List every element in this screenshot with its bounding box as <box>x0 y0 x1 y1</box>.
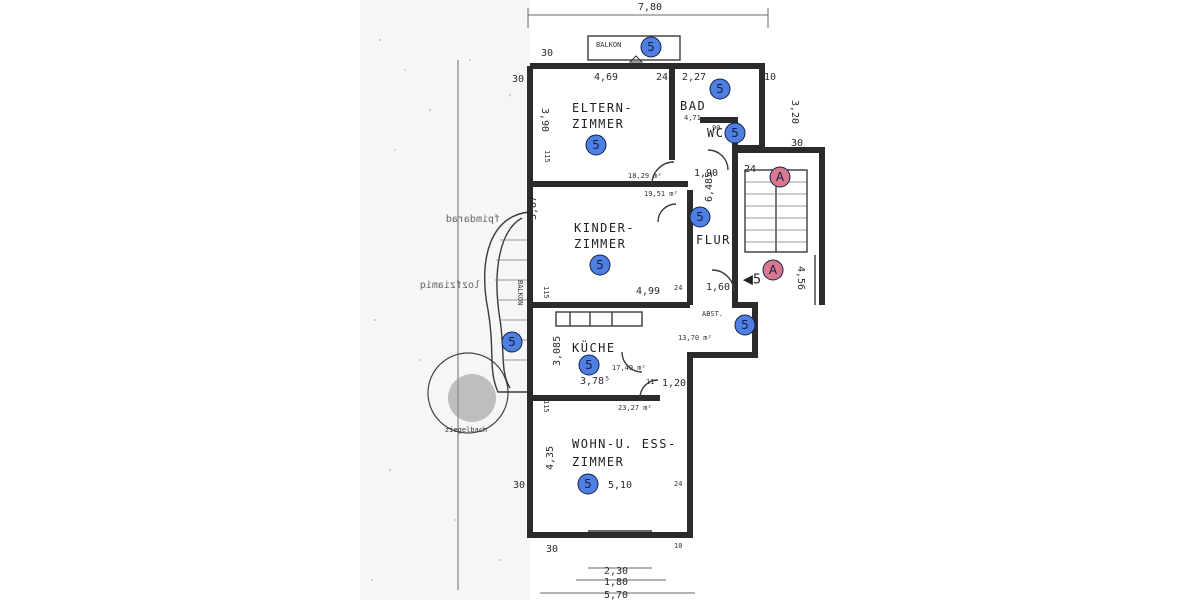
room-kinder-line1: KINDER- <box>574 221 635 235</box>
dim-kinder-area: 19,51 m² <box>644 190 678 198</box>
marker-balkon: 5 <box>647 40 655 54</box>
marker-side-balkon-circle <box>501 331 523 353</box>
dim-bottom-10: 10 <box>674 542 682 550</box>
dim-eltern-right: 24 <box>656 72 668 83</box>
marker-stair-a-top: A <box>776 170 785 184</box>
dim-bad-small: 90 <box>712 124 720 132</box>
marker-arrow-5: ◀5 <box>743 273 761 288</box>
marker-wohn: 5 <box>584 477 592 491</box>
dim-flur-160: 1,60 <box>706 282 730 293</box>
dim-kueche-area: 17,49 m² <box>612 364 646 372</box>
dim-bad-area: 4,71 <box>684 114 701 122</box>
dim-kueche-width: 3,78⁵ <box>580 376 610 387</box>
room-bad: BAD <box>680 99 706 113</box>
marker-stair-a-bottom-circle <box>762 259 784 281</box>
dim-bad-width: 2,27 <box>682 72 706 83</box>
marker-kueche-circle <box>578 354 600 376</box>
door-swings <box>621 149 735 399</box>
room-kinder-line2: ZIMMER <box>574 237 626 251</box>
dim-kueche-height: 3,085 <box>552 336 563 366</box>
dim-right-30: 30 <box>791 138 803 149</box>
room-kueche: KÜCHE <box>572 339 616 355</box>
marker-abst: 5 <box>741 318 749 332</box>
dim-wall-115-c: 115 <box>542 400 550 413</box>
room-wc: WC <box>707 126 724 140</box>
marker-stair-a-bottom: A <box>769 263 778 277</box>
dim-wohn-height: 4,35 <box>545 446 556 470</box>
stamp: ziegelbach <box>427 352 509 434</box>
dim-kinder-24: 24 <box>674 284 682 292</box>
dim-bottom-30: 30 <box>546 544 558 555</box>
dim-flur-length: 6,485 <box>704 172 715 202</box>
mirror-text-2: lozfziamiq <box>420 280 480 291</box>
dim-kinder-height: 3,87 <box>528 196 539 220</box>
marker-kinder-circle <box>589 254 611 276</box>
dim-eltern-area: 18,29 m² <box>628 172 662 180</box>
dim-bottom-570: 5,70 <box>604 590 628 600</box>
side-balkon: BALKON <box>484 211 531 393</box>
marker-flur: 5 <box>696 210 704 224</box>
marker-bad-circle <box>709 78 731 100</box>
dim-bottom-230: 2,30 <box>604 566 628 577</box>
dim-eltern-width: 4,69 <box>594 72 618 83</box>
dim-kueche-11: 11 <box>646 378 654 386</box>
dim-bottom-180: 1,80 <box>604 577 628 588</box>
dim-total-top: 7,80 <box>638 2 662 13</box>
dim-wohn-area: 23,27 m² <box>618 404 652 412</box>
marker-eltern: 5 <box>592 138 600 152</box>
marker-side-balkon: 5 <box>508 335 516 349</box>
marker-stair-a-top-circle <box>769 166 791 188</box>
balkon-top-label: BALKON <box>596 41 621 49</box>
dim-abst-area: 13,70 m² <box>678 334 712 342</box>
dim-flur-190: 1,90 <box>694 168 718 179</box>
top-dimension: 7,80 <box>527 2 769 28</box>
dim-wohn-width: 5,10 <box>608 480 632 491</box>
marker-wc: 5 <box>731 126 739 140</box>
room-flur: FLUR <box>696 233 731 247</box>
side-balkon-label: BALKON <box>516 280 524 305</box>
marker-kinder: 5 <box>596 258 604 272</box>
dim-wohn-left: 30 <box>513 480 525 491</box>
dim-balkon-wall: 30 <box>541 48 553 59</box>
top-balkon: BALKON <box>587 35 681 63</box>
dim-wall-115-b: 115 <box>542 286 550 299</box>
stamp-text: ziegelbach <box>445 426 487 434</box>
marker-bad: 5 <box>716 82 724 96</box>
marker-abst-circle <box>734 314 756 336</box>
marker-flur-circle <box>689 206 711 228</box>
room-wohn-line1: WOHN-U. ESS- <box>572 437 677 451</box>
mirror-text-1: fpimdarad <box>446 214 500 225</box>
room-wohn-line2: ZIMMER <box>572 455 624 469</box>
dim-side-right: 3,20 <box>789 100 800 124</box>
marker-eltern-circle <box>585 134 607 156</box>
dim-wall-115-a: 115 <box>543 150 551 163</box>
marker-wohn-circle <box>577 473 599 495</box>
dim-stair-24: 24 <box>744 164 756 175</box>
room-eltern-line2: ZIMMER <box>572 117 624 131</box>
dim-kinder-width: 4,99 <box>636 286 660 297</box>
bottom-dimensions <box>540 567 695 594</box>
walls <box>527 63 825 538</box>
dim-bad-right: 10 <box>764 72 776 83</box>
room-eltern-line1: ELTERN- <box>572 101 633 115</box>
dim-wohn-right: 24 <box>674 480 682 488</box>
kitchen-counter <box>555 311 643 327</box>
room-abst: ABST. <box>702 310 723 318</box>
marker-kueche: 5 <box>585 358 593 372</box>
dim-eltern-height: 3,90 <box>539 108 550 132</box>
dim-corner-left: 30 <box>512 74 524 85</box>
dim-stair-456: 4,56 <box>795 266 806 290</box>
dim-kueche-120: 1,20 <box>662 378 686 389</box>
marker-balkon-circle <box>640 36 662 58</box>
marker-wc-circle <box>724 122 746 144</box>
